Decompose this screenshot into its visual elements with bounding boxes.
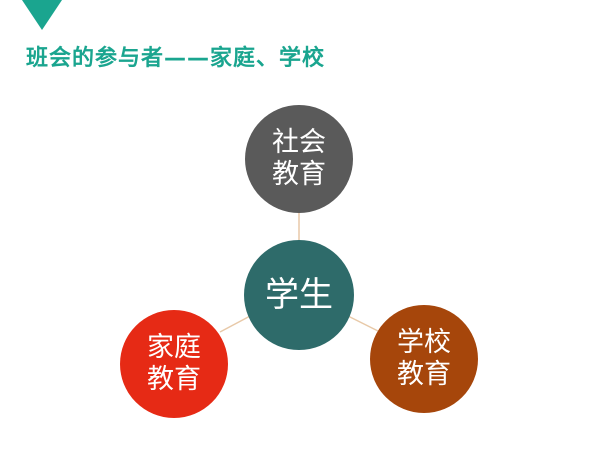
connector-school-student bbox=[345, 314, 379, 332]
node-student: 学生 bbox=[244, 240, 354, 350]
node-school-line1: 学校 bbox=[397, 326, 451, 358]
node-society-education: 社会 教育 bbox=[245, 105, 353, 213]
node-family-line1: 家庭 bbox=[147, 331, 201, 363]
connector-family-student bbox=[219, 314, 253, 333]
node-student-label: 学生 bbox=[265, 274, 333, 315]
node-society-line1: 社会 bbox=[272, 126, 326, 158]
node-society-line2: 教育 bbox=[272, 159, 326, 190]
slide-title: 班会的参与者——家庭、学校 bbox=[26, 46, 326, 71]
node-family-education: 家庭 教育 bbox=[120, 310, 228, 418]
corner-triangle-decoration bbox=[22, 0, 62, 30]
node-school-line2: 教育 bbox=[397, 359, 451, 390]
node-school-education: 学校 教育 bbox=[370, 305, 478, 413]
node-family-line2: 教育 bbox=[147, 364, 201, 395]
